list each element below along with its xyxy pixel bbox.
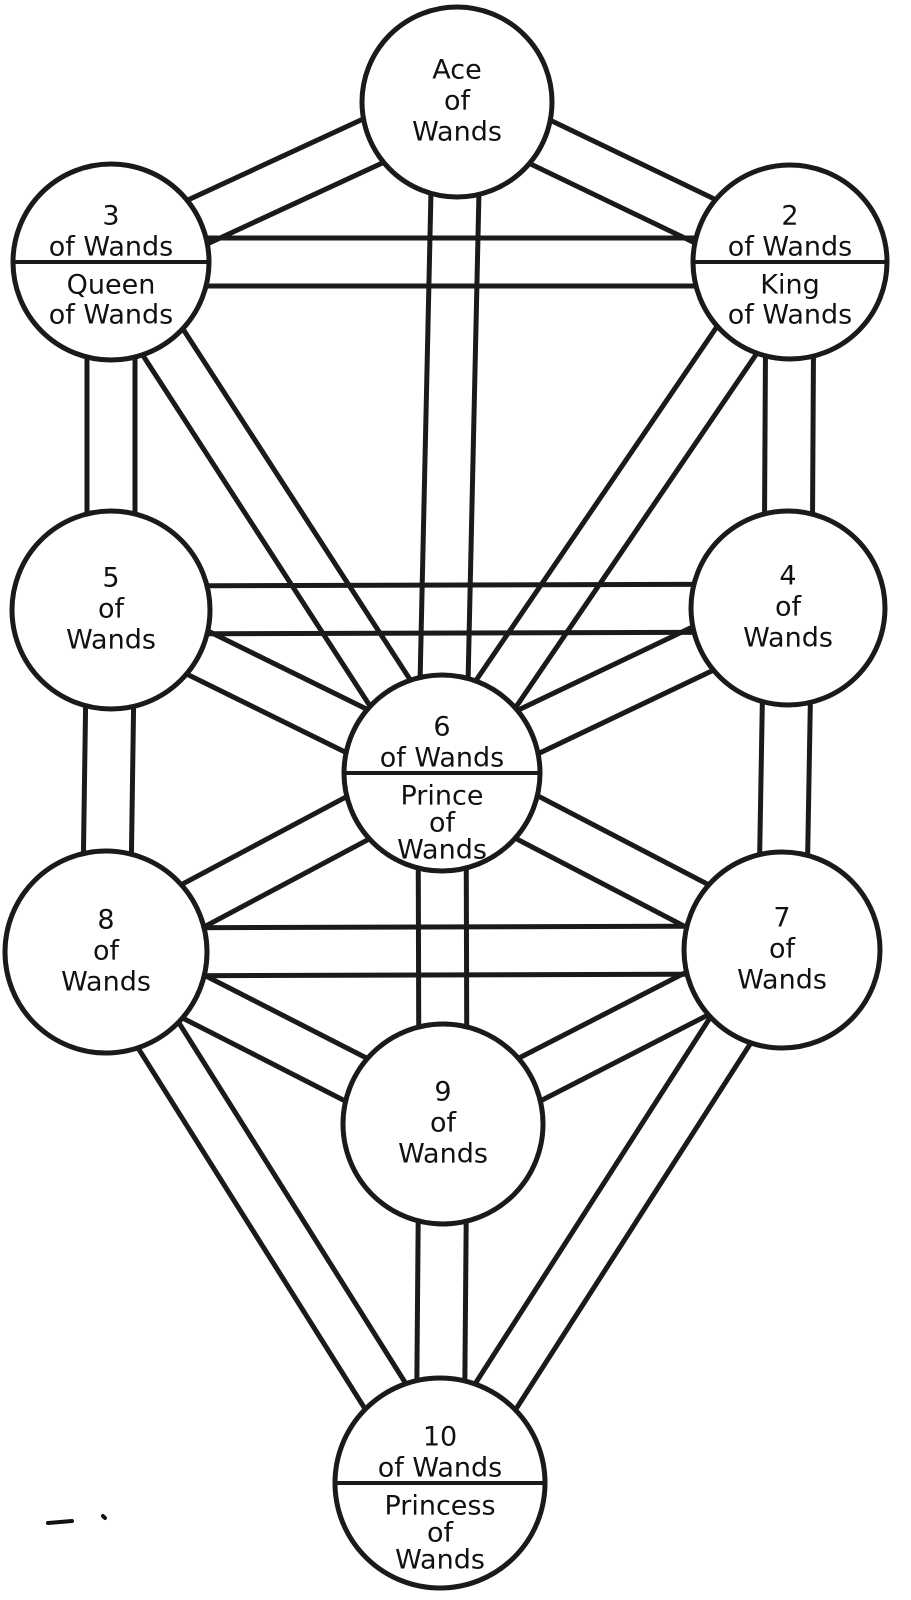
sephira-label-six-upper-1: of Wands xyxy=(380,743,504,774)
sephira-label-eight-1: of xyxy=(93,936,121,967)
path-ace-six xyxy=(415,101,484,774)
sephira-label-ace-1: of xyxy=(444,86,472,117)
sephira-label-two-upper-1: of Wands xyxy=(728,232,852,263)
sephira-label-seven-0: 7 xyxy=(773,903,790,934)
sephira-circle-seven xyxy=(681,849,883,1051)
sephira-label-six-lower-2: Wands xyxy=(397,835,487,866)
sephira-label-six-lower-1: of xyxy=(429,808,457,839)
sephira-label-seven-2: Wands xyxy=(737,965,827,996)
sephira-label-ace-2: Wands xyxy=(412,117,502,148)
sephira-label-three-lower-0: Queen xyxy=(67,270,156,301)
path-seven-eight xyxy=(105,923,783,979)
path-edge-seven-eight-2 xyxy=(106,971,783,979)
sephira-label-ace-0: Ace xyxy=(432,55,481,86)
path-edge-two-six-1 xyxy=(420,247,773,761)
sephira-label-ten-upper-1: of Wands xyxy=(378,1453,502,1484)
sephira-label-three-lower-1: of Wands xyxy=(49,300,173,331)
stray-dot-mark xyxy=(101,1514,107,1520)
path-three-six xyxy=(88,247,465,788)
sephira-label-eight-2: Wands xyxy=(61,967,151,998)
sephira-label-two-upper-0: 2 xyxy=(781,201,798,232)
sephira-label-five-0: 5 xyxy=(102,563,119,594)
path-two-three xyxy=(111,235,790,289)
sephira-label-four-0: 4 xyxy=(779,561,796,592)
sephira-circle-four xyxy=(688,508,888,708)
stray-dash-mark xyxy=(46,1519,74,1525)
path-edge-four-five-2 xyxy=(111,629,789,637)
path-four-five xyxy=(110,581,789,637)
path-edge-three-six-1 xyxy=(88,273,424,788)
sephira-label-ten-upper-0: 10 xyxy=(423,1422,457,1453)
sephira-label-ten-lower-1: of xyxy=(427,1518,455,1549)
sephira-circle-ace xyxy=(359,4,555,200)
sephira-label-two-lower-1: of Wands xyxy=(728,300,852,331)
sephira-label-ten-lower-2: Wands xyxy=(395,1545,485,1576)
sephira-label-eight-0: 8 xyxy=(97,905,114,936)
sephira-circle-nine xyxy=(340,1021,546,1227)
sephira-label-ten-lower-0: Princess xyxy=(384,1491,495,1522)
path-edge-seven-eight-1 xyxy=(105,923,782,931)
sephira-label-four-1: of xyxy=(775,592,803,623)
sephira-label-three-upper-1: of Wands xyxy=(49,232,173,263)
sephira-label-five-1: of xyxy=(98,594,126,625)
path-edge-seven-ten-1 xyxy=(417,935,764,1472)
sephira-label-two-lower-0: King xyxy=(760,270,819,301)
path-two-six xyxy=(420,247,812,788)
sephira-circle-eight xyxy=(2,848,210,1056)
sephira-label-six-upper-0: 6 xyxy=(433,712,450,743)
path-edge-ace-six-1 xyxy=(415,101,436,773)
sephira-label-four-2: Wands xyxy=(743,623,833,654)
sephira-label-three-upper-0: 3 xyxy=(102,201,119,232)
sephira-label-nine-2: Wands xyxy=(398,1139,488,1170)
sephira-label-six-lower-0: Prince xyxy=(401,781,484,812)
path-edge-seven-ten-2 xyxy=(458,961,805,1498)
sephira-label-five-2: Wands xyxy=(66,625,156,656)
sephira-label-nine-0: 9 xyxy=(434,1077,451,1108)
path-edge-three-six-2 xyxy=(129,247,465,762)
path-edge-four-five-1 xyxy=(110,581,788,589)
path-seven-ten xyxy=(417,935,805,1498)
path-edge-ace-six-2 xyxy=(463,102,484,774)
sephira-label-seven-1: of xyxy=(769,934,797,965)
sephira-circle-five xyxy=(9,508,213,712)
sephira-label-nine-1: of xyxy=(430,1108,458,1139)
path-edge-two-six-2 xyxy=(459,274,812,788)
